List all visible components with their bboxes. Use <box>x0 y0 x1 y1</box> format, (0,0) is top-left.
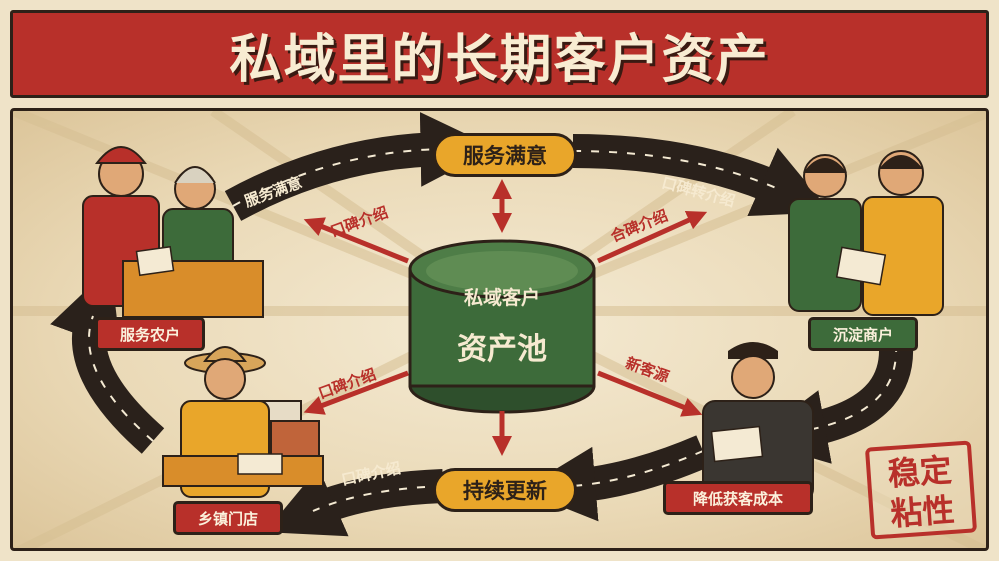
shopkeeper-illustration <box>162 346 324 498</box>
tag-shop: 乡镇门店 <box>173 501 283 535</box>
tag-shop-label: 乡镇门店 <box>197 509 258 528</box>
worker-illustration <box>702 342 814 502</box>
tag-merchants-label: 沉淀商户 <box>832 325 893 344</box>
diagram-scene <box>13 111 986 548</box>
stamp-line-1: 稳定 <box>886 450 953 494</box>
stability-stamp: 稳定 粘性 <box>864 440 978 540</box>
stage-node-bottom-label: 持续更新 <box>463 479 547 503</box>
center-arrows <box>303 179 708 456</box>
tag-farmers-label: 服务农户 <box>119 325 180 344</box>
title-banner: 私域里的长期客户资产 <box>10 10 989 98</box>
customer-pool <box>408 239 596 414</box>
pool-label-main: 资产池 <box>457 332 547 367</box>
pool-label-top: 私域客户 <box>463 287 540 309</box>
tag-worker: 降低获客成本 <box>663 481 813 515</box>
merchant-couple-illustration <box>788 150 944 316</box>
stamp-line-2: 粘性 <box>889 490 956 534</box>
diagram-panel: 服务满意 持续更新 私域客户 资产池 服务满意 口碑转介绍 口碑介绍 口碑介绍 … <box>10 108 989 551</box>
page-title: 私域里的长期客户资产 <box>229 29 770 90</box>
stage-node-bottom: 持续更新 <box>433 468 577 512</box>
stage-node-top: 服务满意 <box>433 133 577 177</box>
tag-worker-label: 降低获客成本 <box>692 489 783 508</box>
tag-merchants: 沉淀商户 <box>808 317 918 351</box>
farmer-couple-illustration <box>82 146 264 318</box>
stage-node-top-label: 服务满意 <box>463 144 547 168</box>
tag-farmers: 服务农户 <box>95 317 205 351</box>
